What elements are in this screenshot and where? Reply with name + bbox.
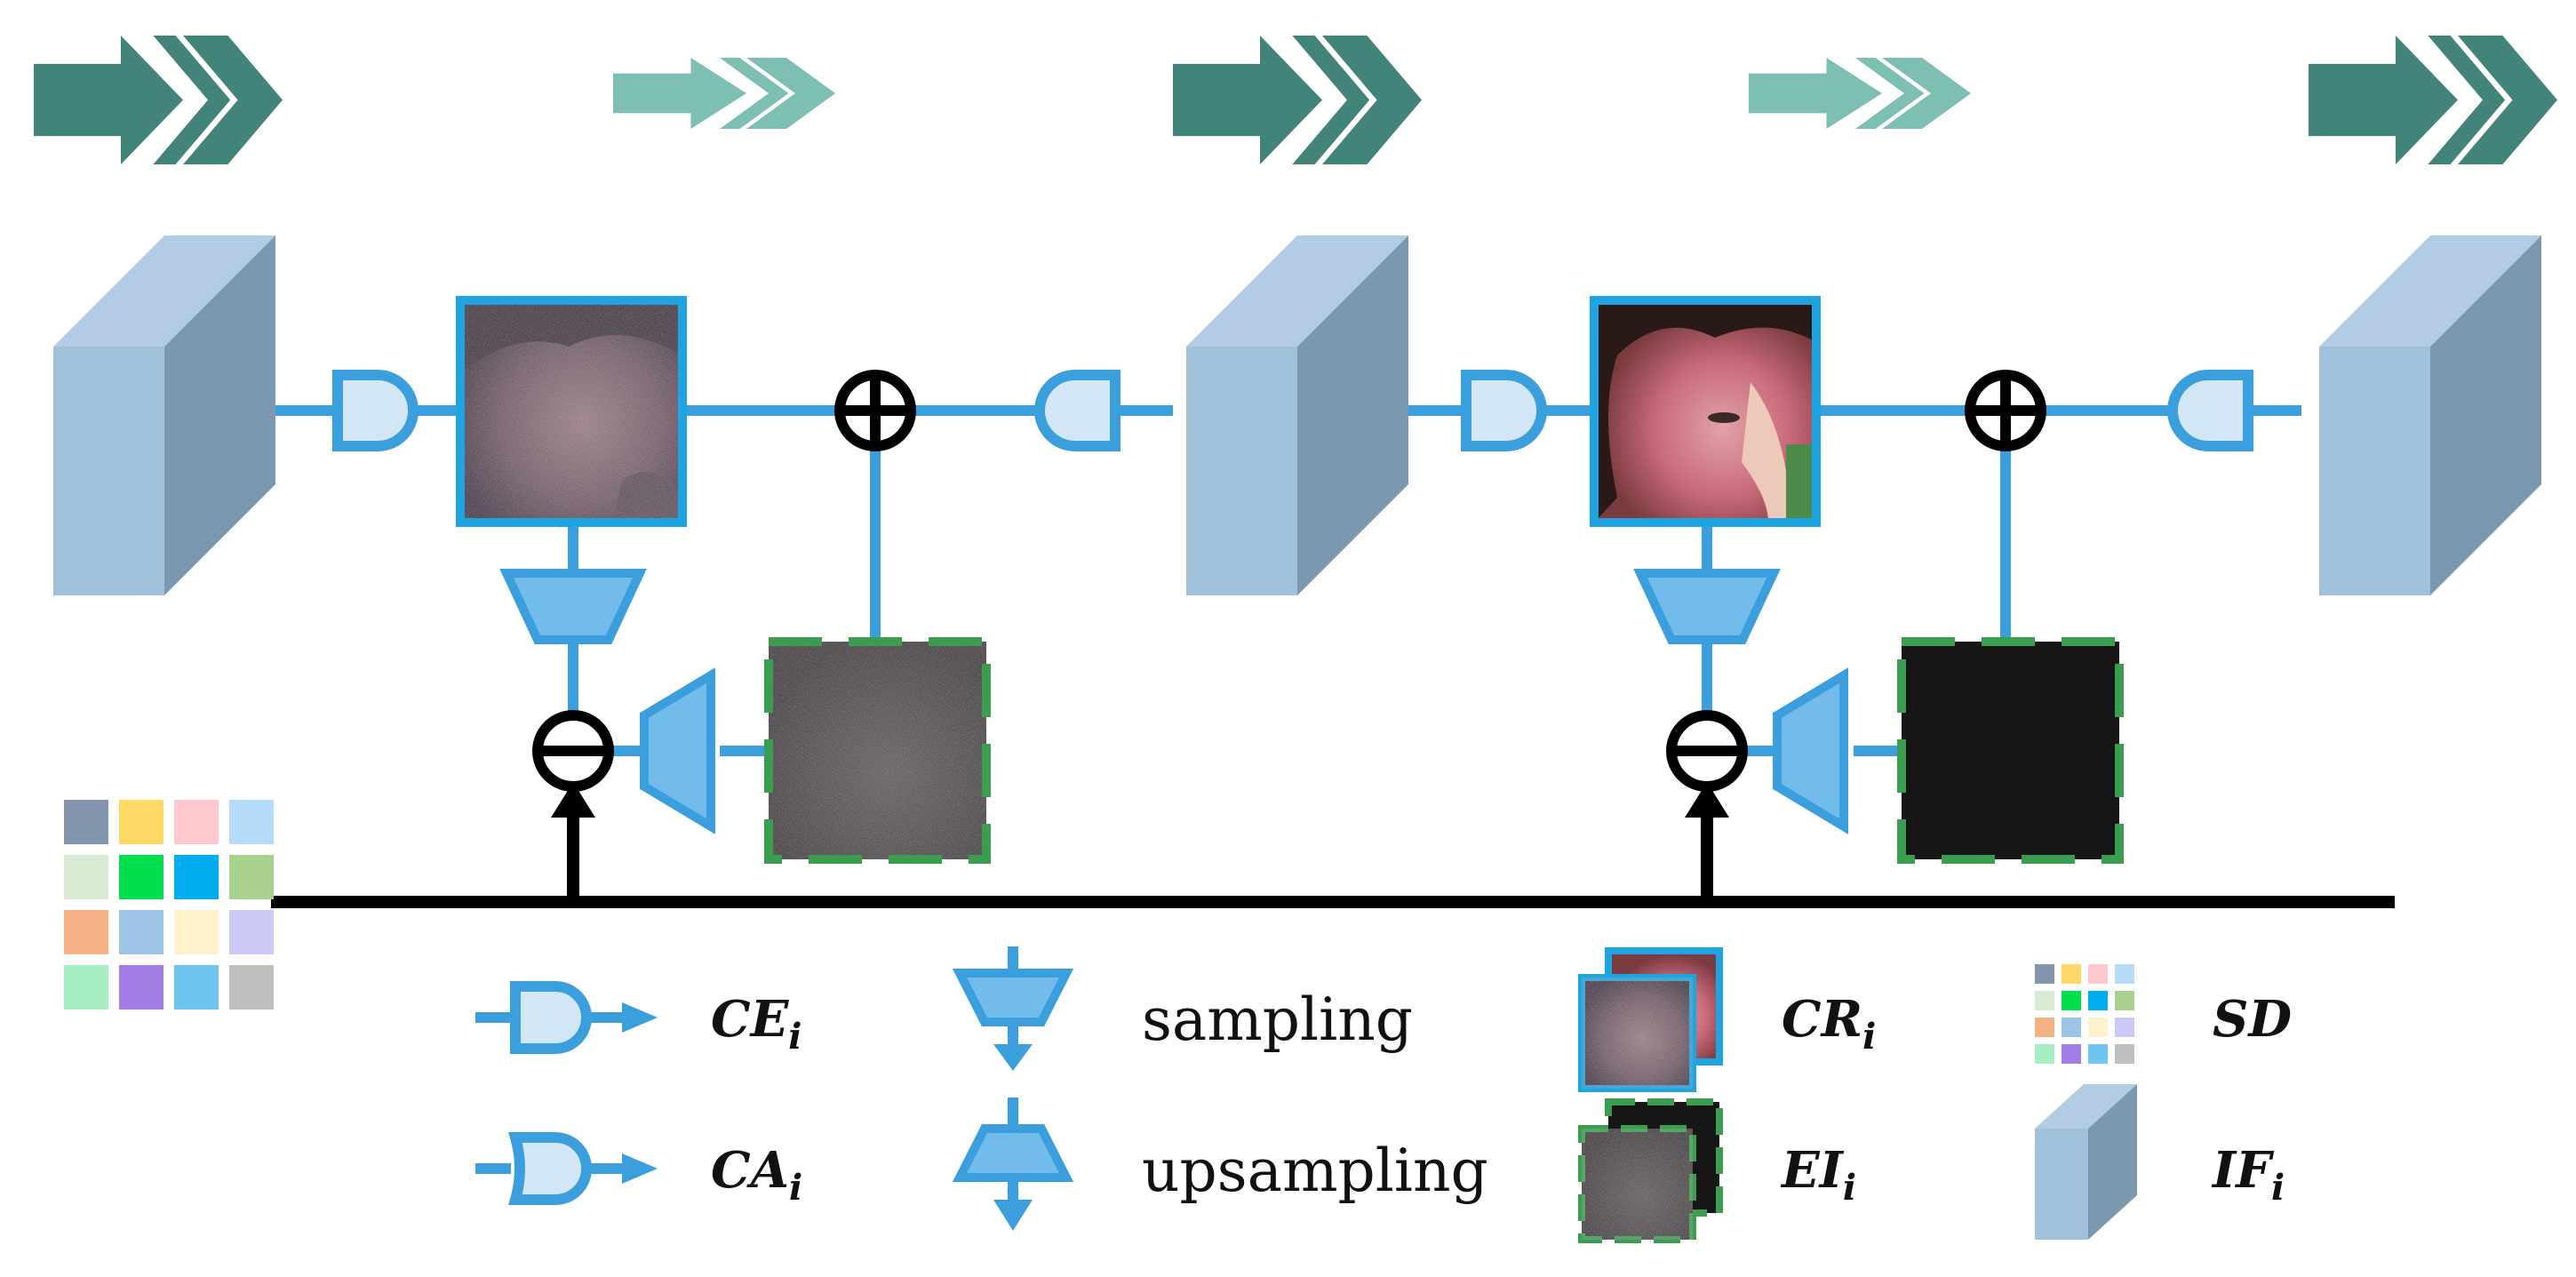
legend-upsampler-icon — [952, 1097, 1074, 1231]
dictionary-cell — [2115, 1018, 2134, 1037]
dictionary-cell — [229, 965, 274, 1010]
dictionary-cell — [2088, 964, 2108, 984]
subtract-operator-stage1 — [532, 710, 614, 792]
dictionary-cell — [64, 800, 108, 844]
encoder-gate-stage1 — [332, 370, 419, 451]
legend-feature-label: IFi — [2211, 1141, 2285, 1209]
refined-image-stage2 — [1590, 296, 1821, 527]
dictionary-cell — [2035, 964, 2054, 984]
dictionary-cell — [2062, 964, 2081, 984]
dictionary-cell — [119, 965, 163, 1010]
feature-block-icon — [1186, 235, 1408, 595]
dictionary-cell — [119, 910, 163, 954]
dictionary-cell — [174, 855, 219, 899]
dictionary-cell — [2088, 1044, 2108, 1064]
legend-refined-icon — [1578, 947, 1723, 1092]
coarse-image-stage1 — [456, 296, 687, 527]
dictionary-cell — [2088, 991, 2108, 1010]
add-operator-stage2 — [1965, 370, 2046, 451]
legend-sampler-icon — [952, 946, 1074, 1071]
dictionary-cell — [229, 910, 274, 954]
dictionary-cell — [229, 855, 274, 899]
dictionary-cell — [174, 910, 219, 954]
feature-block-icon — [2319, 235, 2541, 595]
legend-feature-icon — [2035, 1084, 2137, 1240]
legend-encoder-icon — [475, 981, 658, 1054]
upsampler-stage2 — [1773, 667, 1848, 834]
attention-gate-stage1 — [1034, 370, 1121, 451]
legend-encoder-label: CEi — [711, 990, 802, 1058]
attention-gate-stage2 — [2167, 370, 2253, 451]
upsampler-stage1 — [640, 667, 715, 834]
sampler-stage1 — [499, 569, 647, 644]
dictionary-cell — [64, 910, 108, 954]
chevron-arrow-icon — [1749, 58, 1971, 129]
subtract-operator-stage2 — [1666, 710, 1748, 792]
encoder-gate-stage2 — [1461, 370, 1547, 451]
legend-sampling-label: sampling — [1142, 986, 1413, 1054]
legend-dictionary-label: SD — [2213, 990, 2292, 1049]
bus-arrow-stage2 — [1685, 782, 1729, 902]
dictionary-cell — [64, 855, 108, 899]
bus-arrow-stage1 — [551, 782, 595, 902]
dictionary-cell — [2115, 964, 2134, 984]
legend-upsampling-label: upsampling — [1142, 1137, 1488, 1205]
add-operator-stage1 — [834, 370, 916, 451]
legend-attention-label: CAi — [711, 1141, 802, 1209]
legend-dictionary-icon — [2035, 964, 2134, 1064]
dictionary-cell — [2088, 1018, 2108, 1037]
legend-attention-icon — [475, 1131, 658, 1205]
error-image-stage2 — [1897, 637, 2124, 864]
dictionary-cell — [2035, 1018, 2054, 1037]
dictionary-cell — [2062, 991, 2081, 1010]
chevron-arrow-icon — [1173, 36, 1422, 164]
sampler-stage2 — [1633, 569, 1781, 644]
shared-dictionary-grid — [64, 800, 274, 1010]
feature-block-icon — [53, 235, 275, 595]
chevron-arrow-icon — [2309, 36, 2557, 164]
chevron-arrow-icon — [613, 58, 835, 129]
dictionary-cell — [174, 965, 219, 1010]
legend-error-icon — [1578, 1098, 1723, 1243]
dictionary-cell — [2062, 1044, 2081, 1064]
dictionary-cell — [2115, 1044, 2134, 1064]
dictionary-cell — [2062, 1018, 2081, 1037]
dictionary-cell — [174, 800, 219, 844]
dictionary-cell — [2035, 1044, 2054, 1064]
legend-refined-label: CRi — [1782, 990, 1876, 1058]
dictionary-cell — [2115, 991, 2134, 1010]
dictionary-cell — [119, 800, 163, 844]
dictionary-cell — [64, 965, 108, 1010]
dictionary-cell — [2035, 991, 2054, 1010]
legend-error-label: EIi — [1780, 1141, 1856, 1209]
dictionary-cell — [119, 855, 163, 899]
dictionary-cell — [229, 800, 274, 844]
chevron-arrow-icon — [34, 36, 283, 164]
error-image-stage1 — [764, 637, 991, 864]
